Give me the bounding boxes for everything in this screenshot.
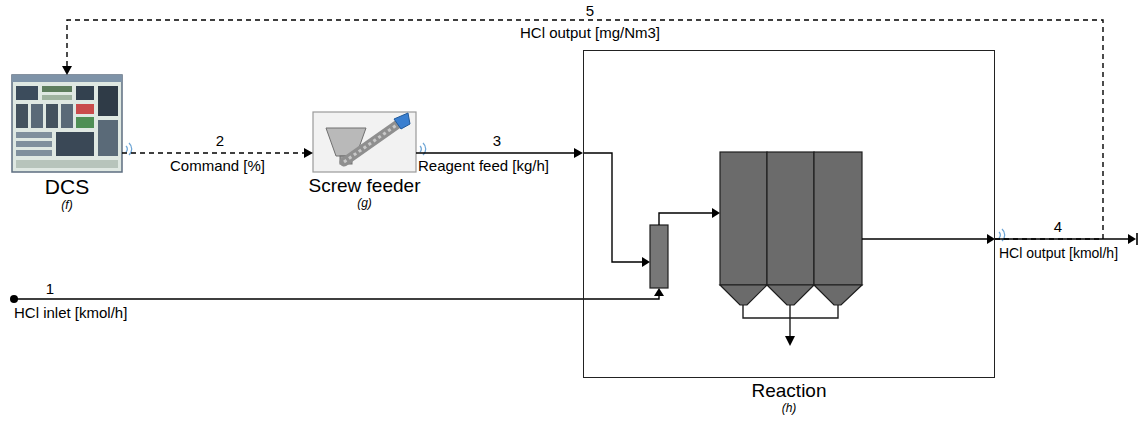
- block-caption: Screw feeder(g): [309, 172, 421, 211]
- wireless-mark: [126, 143, 1005, 241]
- reactor-vessel: [720, 152, 862, 346]
- internal-line: [659, 213, 714, 225]
- arrowhead: [1128, 234, 1136, 244]
- block-tag: (g): [309, 197, 421, 211]
- flow-connector: [416, 148, 583, 158]
- block-caption: Reaction(h): [752, 377, 827, 416]
- signal-name: HCl output [kmol/h]: [999, 245, 1118, 261]
- signal-name: Reagent feed [kg/h]: [418, 157, 549, 174]
- callout-number: 3: [493, 132, 501, 149]
- arrowhead: [62, 66, 72, 75]
- screw-feeder-block: Screw feeder(g): [313, 112, 416, 172]
- arrowhead: [642, 257, 650, 267]
- dcs-block: DCS(f): [12, 75, 122, 172]
- block-name: DCS: [45, 175, 89, 199]
- arrowhead: [654, 288, 664, 296]
- internal-line: [583, 153, 644, 262]
- signal-name: HCl inlet [kmol/h]: [14, 304, 127, 321]
- connector-line: [67, 20, 1103, 239]
- reaction-block: Reaction(h): [583, 50, 995, 378]
- arrowhead: [304, 148, 313, 158]
- signal-name: Command [%]: [170, 157, 265, 174]
- block-tag: (h): [752, 402, 827, 416]
- signal-connector: [122, 148, 313, 158]
- arrowhead: [987, 234, 995, 244]
- arrowhead: [712, 208, 720, 218]
- block-name: Screw feeder: [309, 175, 421, 197]
- inlet-line: [14, 294, 659, 299]
- dcs-screen-icon: [12, 75, 122, 172]
- arrowhead: [574, 148, 583, 158]
- callout-number: 1: [46, 280, 54, 297]
- block-name: Reaction: [752, 380, 827, 402]
- terminal-mark: [1136, 233, 1138, 245]
- callout-number: 2: [216, 132, 224, 149]
- screw-feeder-icon: [313, 112, 416, 172]
- outlet-line: [862, 238, 989, 239]
- connector-line: [122, 152, 304, 153]
- callout-number: 5: [586, 2, 594, 19]
- block-caption: DCS(f): [45, 172, 89, 213]
- block-tag: (f): [45, 199, 89, 213]
- mixer: [650, 225, 668, 288]
- callout-number: 4: [1054, 218, 1062, 235]
- connector-line: [416, 152, 574, 153]
- signal-name: HCl output [mg/Nm3]: [520, 24, 660, 41]
